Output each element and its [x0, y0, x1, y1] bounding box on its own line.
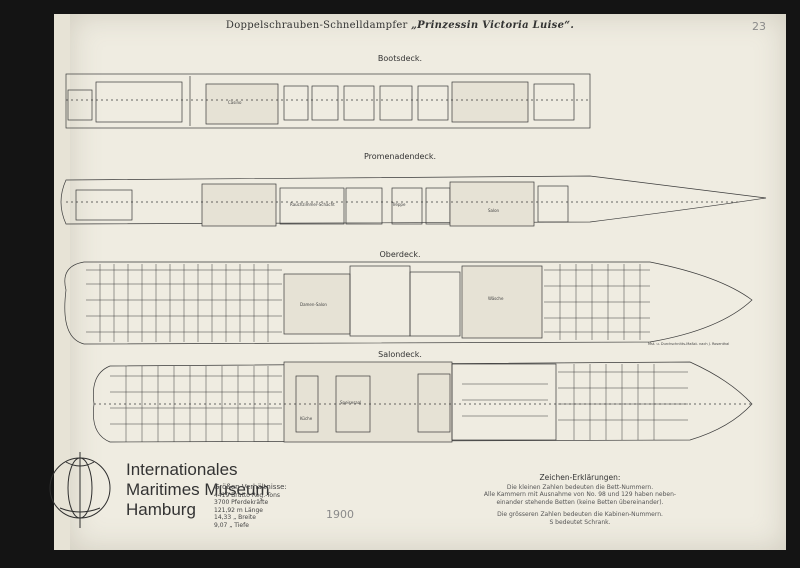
museum-globe-icon: [49, 452, 111, 528]
museum-name-line-2: Maritimes Museum: [126, 480, 270, 499]
museum-name-line-1: Internationales: [126, 460, 238, 479]
saloon-speise-label: Speisesaal: [340, 400, 361, 405]
title-prefix: Doppelschrauben-Schnelldampfer: [225, 20, 408, 31]
dimensions-heading: Größen-Verhältnisse:: [214, 483, 287, 491]
ship-dimensions: Größen-Verhältnisse: 4419 Brutto Reg.-To…: [214, 483, 287, 529]
saloon-deck-plan: [93, 361, 753, 443]
dimensions-row: 121,92 m Länge: [214, 506, 263, 514]
upper-wasche-label: Wäsche: [488, 296, 504, 301]
legend-heading: Zeichen-Erklärungen:: [539, 473, 621, 482]
legend-line: Alle Kammern mit Ausnahme von No. 98 und…: [483, 491, 677, 498]
upper-damen-label: Damen-Salon: [300, 302, 327, 307]
promenade-treppe-label: Treppe: [391, 202, 406, 207]
museum-name-line-3: Hamburg: [126, 500, 196, 519]
pencil-corner-number: 23: [752, 20, 766, 33]
legend-line: S bedeutet Schrank.: [549, 518, 611, 526]
boat-deck-label: Bootsdeck.: [377, 54, 423, 63]
ship-name: „Prinzessin Victoria Luise“.: [411, 20, 575, 31]
boat-casino-label: Casino: [228, 100, 242, 105]
scale-note: Mst. u. Durchschnitts-Maßst. nach J. Ros…: [648, 342, 730, 346]
promenade-salon-label: Salon: [488, 208, 500, 213]
legend-block: Zeichen-Erklärungen: Die kleinen Zahlen …: [480, 474, 680, 526]
promenade-rauchzimmer-label: Rauchzimmer-Schacht: [290, 202, 335, 207]
plan-title: Doppelschrauben-Schnelldampfer „Prinzess…: [0, 20, 800, 31]
promenade-deck-label: Promenadendeck.: [363, 152, 437, 161]
promenade-deck-plan: [60, 175, 767, 227]
dimensions-row: 14,33 „ Breite: [214, 514, 256, 521]
dimensions-row: 4419 Brutto Reg.-Tons: [214, 491, 281, 499]
saloon-kuche-label: Küche: [300, 416, 313, 421]
saloon-deck-label: Salondeck.: [378, 350, 422, 359]
upper-deck-plan: [64, 261, 753, 345]
legend-line: Die kleinen Zahlen bedeuten die Bett-Num…: [506, 483, 654, 491]
boat-deck-plan: [65, 73, 591, 129]
legend-line: Die grösseren Zahlen bedeuten die Kabine…: [497, 511, 663, 518]
dimensions-row: 9,07 „ Tiefe: [214, 521, 249, 529]
legend-line: einander stehende Betten (keine Betten ü…: [496, 498, 664, 506]
deck-plan-sheet: [70, 14, 786, 550]
pencil-year-annotation: 1900: [326, 508, 354, 521]
upper-deck-label: Oberdeck.: [379, 250, 421, 259]
dimensions-row: 3700 Pferdekräfte: [214, 499, 269, 506]
